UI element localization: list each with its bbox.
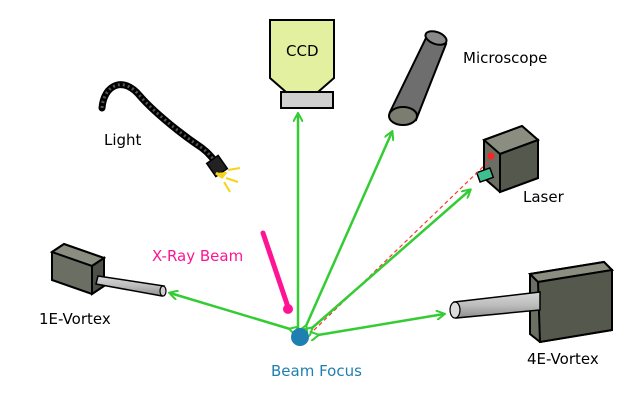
arrow-4e-vortex	[318, 314, 444, 335]
microscope-icon	[388, 30, 448, 126]
arrow-1e-vortex	[170, 293, 290, 329]
xray-beam-line	[260, 230, 291, 310]
microscope-label: Microscope	[463, 49, 548, 67]
vortex-4e-label: 4E-Vortex	[527, 350, 599, 368]
vortex-4e-icon	[449, 260, 615, 344]
ccd-camera-icon	[269, 19, 335, 109]
light-label: Light	[104, 131, 142, 149]
laser-label: Laser	[523, 188, 564, 206]
xray-beam-label: X-Ray Beam	[152, 247, 244, 265]
alignment-arrows	[170, 114, 470, 335]
vortex-1e-icon	[49, 242, 167, 297]
vortex-1e-label: 1E-Vortex	[39, 310, 111, 328]
laser-icon	[475, 124, 540, 194]
arrow-laser	[312, 190, 470, 328]
light-gooseneck-icon	[98, 81, 241, 193]
xray-beam-tip	[283, 304, 293, 314]
ccd-label: CCD	[286, 42, 319, 60]
beam-focus-dot	[291, 328, 309, 346]
beam-focus-label: Beam Focus	[271, 362, 362, 380]
